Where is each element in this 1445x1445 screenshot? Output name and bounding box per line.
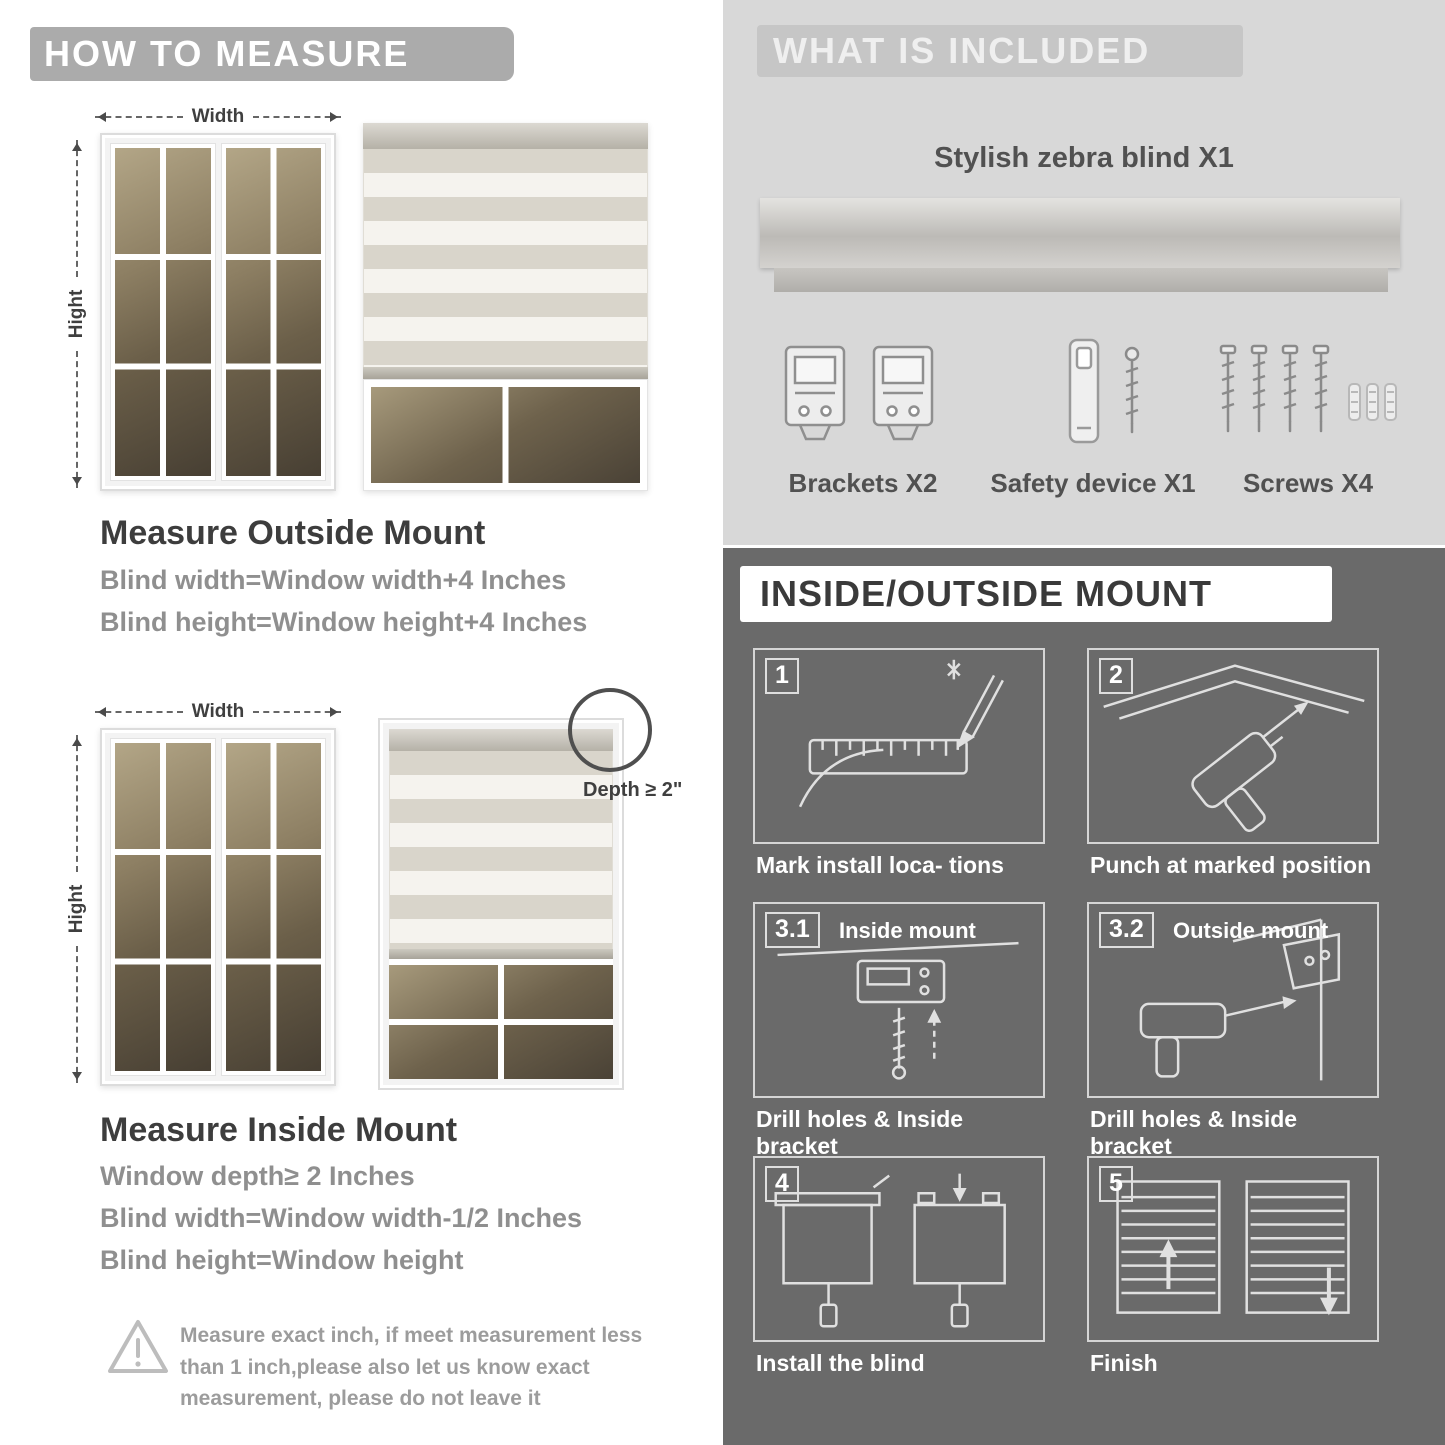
note-line-3: measurement, please do not leave it: [180, 1387, 541, 1410]
step-box-2: 2: [1087, 648, 1379, 844]
width-arrow-inside: Width: [95, 701, 341, 723]
step-number-badge: 1: [765, 658, 799, 694]
step-title-3-1: Inside mount: [839, 918, 976, 943]
step-box-1: 1: [753, 648, 1045, 844]
depth-label: Depth ≥ 2": [583, 779, 683, 801]
step-caption-1: Mark install loca- tions: [756, 852, 1004, 878]
arrow-dash: [95, 112, 183, 122]
step-title-3-2: Outside mount: [1173, 918, 1329, 943]
window-sash: [220, 143, 326, 481]
zebra-blind: [389, 729, 613, 1079]
height-arrow-inside: Hight: [64, 735, 90, 1083]
step-caption-3-1: Drill holes & Inside bracket: [756, 1106, 964, 1159]
arrow-dash: [72, 140, 82, 277]
arrow-dash: [253, 707, 341, 717]
step-number-badge: 3.1: [765, 912, 820, 948]
screws-illustration: [1219, 344, 1397, 433]
safety-device-label: Safety device X1: [990, 468, 1196, 498]
drill-sketch: [1089, 650, 1377, 842]
inside-mount-title: Measure Inside Mount: [100, 1111, 458, 1149]
step-box-3-2: 3.2 Outside mount: [1087, 902, 1379, 1098]
mount-header: INSIDE/OUTSIDE MOUNT: [740, 566, 1332, 622]
brackets-label: Brackets X2: [788, 468, 938, 498]
blind-stripes: [363, 149, 648, 367]
step-number-badge: 4: [765, 1166, 799, 1202]
blind-headrail-illustration: [760, 198, 1400, 268]
blind-bottom-rail: [389, 949, 613, 959]
step-caption-5: Finish: [1090, 1350, 1158, 1376]
window-pane: [371, 387, 640, 483]
how-to-measure-header: HOW TO MEASURE: [30, 27, 514, 81]
height-arrow-outside: Hight: [64, 140, 90, 488]
step-caption-3-2: Drill holes & Inside bracket: [1090, 1106, 1298, 1159]
width-arrow-outside: Width: [95, 106, 341, 128]
step-box-4: 4: [753, 1156, 1045, 1342]
outside-mount-line-1: Blind width=Window width+4 Inches: [100, 565, 567, 595]
width-label: Width: [191, 106, 245, 127]
inside-bracket-sketch: [755, 904, 1043, 1096]
safety-device-illustration: [1068, 338, 1140, 444]
warning-triangle-icon: [108, 1320, 168, 1373]
zebra-blind-outside-illustration: [363, 123, 648, 491]
step-number-badge: 5: [1099, 1166, 1133, 1202]
finish-sketch: [1089, 1158, 1377, 1340]
arrow-dash: [72, 735, 82, 872]
blind-bottom-rail: [363, 367, 648, 379]
blind-headrail-bottom: [774, 268, 1388, 292]
blind-stripes: [389, 751, 613, 949]
step-number-badge: 2: [1099, 658, 1133, 694]
arrow-dash: [95, 707, 183, 717]
outside-mount-line-2: Blind height=Window height+4 Inches: [100, 607, 588, 637]
window-sash: [110, 143, 216, 481]
note-line-1: Measure exact inch, if meet measurement …: [180, 1324, 643, 1347]
arrow-dash: [253, 112, 341, 122]
depth-callout-circle: [568, 688, 652, 772]
step-number-badge: 3.2: [1099, 912, 1154, 948]
outside-mount-title: Measure Outside Mount: [100, 514, 486, 552]
window-below-blind: [363, 379, 648, 491]
brackets-illustration: [784, 345, 934, 441]
measure-note: Measure exact inch, if meet measurement …: [180, 1320, 650, 1415]
window-sash: [220, 738, 326, 1076]
height-label: Hight: [66, 884, 87, 934]
mount-panel: [723, 548, 1445, 1445]
note-line-2: than 1 inch,please also let us know exac…: [180, 1355, 590, 1379]
height-label: Hight: [66, 289, 87, 339]
window-pane: [389, 965, 613, 1079]
outside-bracket-sketch: [1089, 904, 1377, 1096]
included-item-title: Stylish zebra blind X1: [934, 142, 1234, 174]
blind-cassette: [389, 729, 613, 751]
zebra-blind-inside-illustration: [378, 718, 624, 1090]
window-illustration-outside: [100, 133, 336, 491]
arrow-dash: [72, 946, 82, 1083]
inside-mount-line-2: Blind width=Window width-1/2 Inches: [100, 1203, 583, 1233]
what-is-included-header: WHAT IS INCLUDED: [757, 25, 1243, 77]
width-label: Width: [191, 701, 245, 722]
step-caption-4: Install the blind: [756, 1350, 925, 1376]
step-box-5: 5: [1087, 1156, 1379, 1342]
window-sash: [110, 738, 216, 1076]
inside-mount-line-3: Blind height=Window height: [100, 1245, 464, 1275]
screws-label: Screws X4: [1242, 468, 1374, 498]
inside-mount-line-1: Window depth≥ 2 Inches: [100, 1161, 415, 1191]
step-box-3-1: 3.1 Inside mount: [753, 902, 1045, 1098]
step-caption-2: Punch at marked position: [1090, 852, 1372, 878]
window-below-blind: [389, 959, 613, 1079]
arrow-dash: [72, 351, 82, 488]
install-blind-sketch: [755, 1158, 1043, 1340]
mark-location-sketch: [755, 650, 1043, 842]
blind-cassette: [363, 123, 648, 149]
window-illustration-inside: [100, 728, 336, 1086]
